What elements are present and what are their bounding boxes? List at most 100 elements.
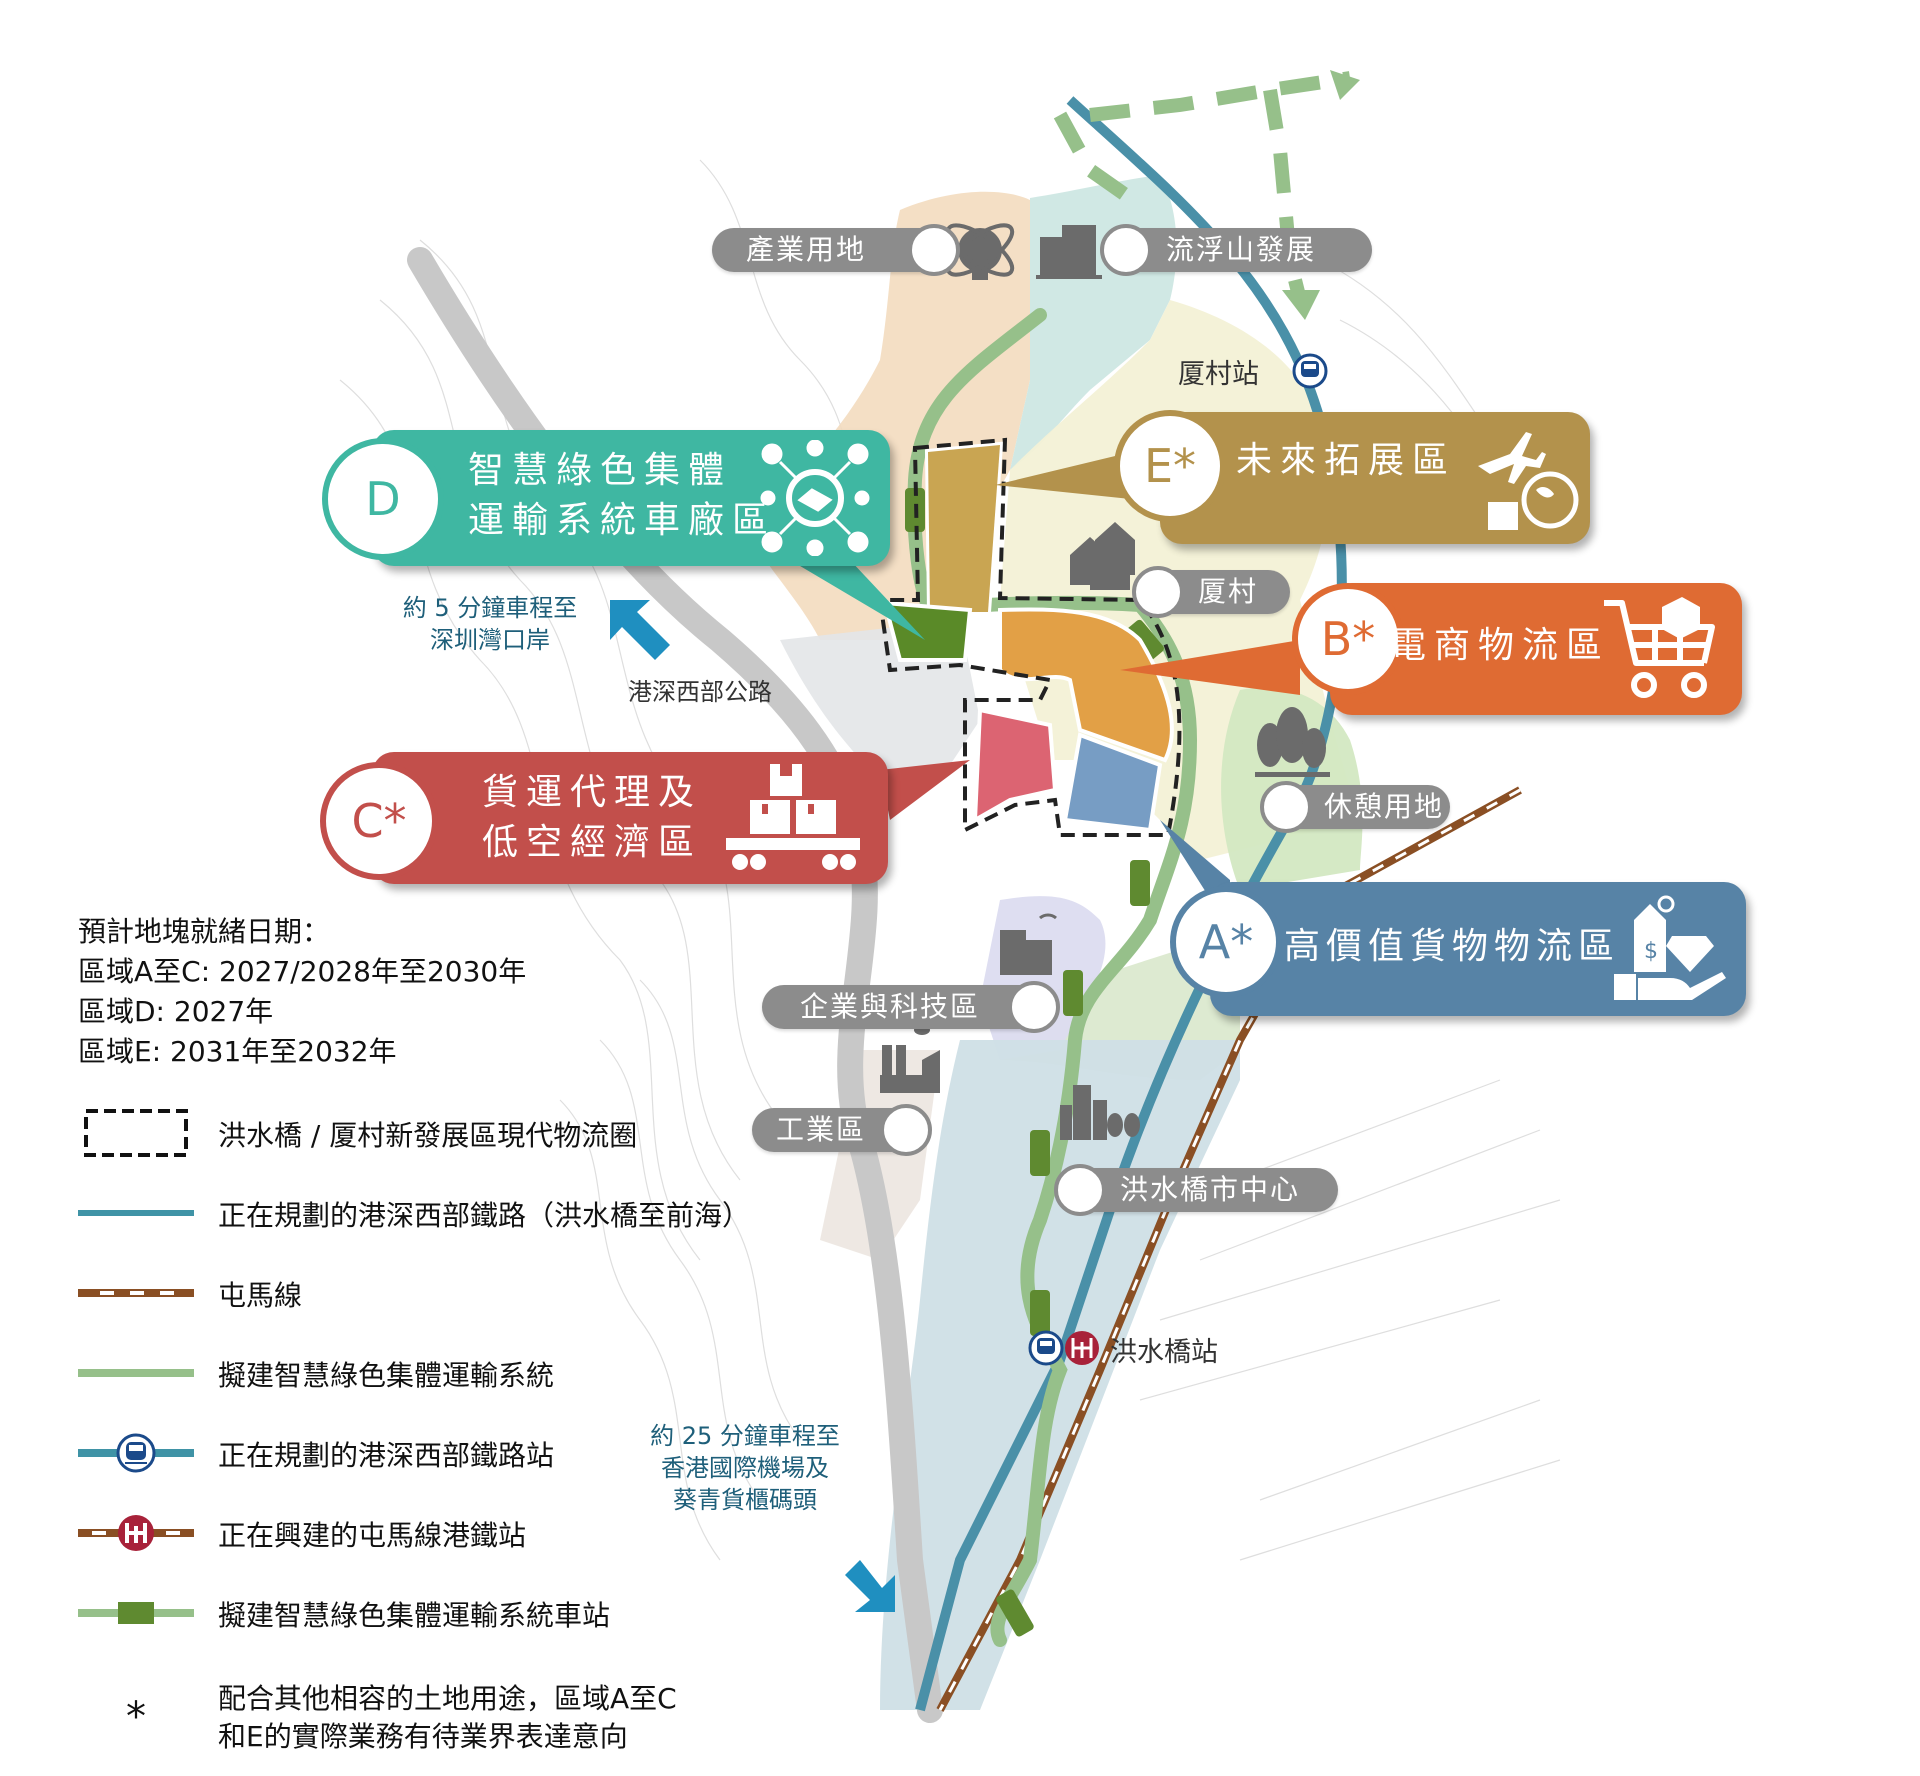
zone-letter: E*	[1143, 439, 1197, 493]
pill-label: 企業與科技區	[800, 990, 981, 1023]
green-line-icon	[78, 1369, 194, 1377]
zone-d-pointer	[790, 560, 925, 640]
price-tag-diamond-hand-icon: $	[1614, 895, 1726, 1000]
dashed-boundary-icon	[84, 1109, 188, 1157]
note-shenzhen-bay: 約 5 分鐘車程至 深圳灣口岸	[385, 592, 595, 656]
location-dot-icon	[1132, 566, 1184, 618]
zone-a-shape	[1062, 732, 1163, 833]
zone-letter: A*	[1198, 915, 1254, 969]
callout-zone-a: A* 高價值貨物物流區 $	[1170, 882, 1746, 1016]
readiness-heading: 預計地塊就緒日期：	[78, 915, 331, 948]
modern-logistics-cluster-boundary	[877, 437, 1182, 837]
note-line: 深圳灣口岸	[430, 626, 550, 654]
location-dot-icon	[880, 1104, 932, 1156]
zone-e-pointer	[995, 450, 1140, 500]
zone-title: 未來拓展區	[1236, 440, 1457, 481]
asterisk-icon: *	[126, 1694, 146, 1740]
pill-label: 流浮山發展	[1166, 233, 1317, 266]
zone-title-line: 貨運代理及	[482, 772, 703, 813]
callout-zone-b: B* 電商物流區	[1292, 583, 1742, 715]
pill-open-space: 休憩用地	[1260, 781, 1450, 833]
zone-letter: D	[365, 472, 401, 526]
legend-label: 屯馬線	[218, 1279, 303, 1312]
pill-industrial-area: 工業區	[752, 1104, 932, 1156]
note-line: 葵青貨櫃碼頭	[673, 1486, 817, 1514]
green-station-icon	[78, 1602, 194, 1624]
zone-title: 貨運代理及 低空經濟區	[482, 768, 702, 868]
trees-icon	[1255, 707, 1330, 777]
zone-c-pointer	[880, 760, 970, 820]
readiness-dates: 預計地塊就緒日期： 區域A至C: 2027/2028年至2030年 區域D: 2…	[78, 912, 526, 1072]
pill-enterprise-tech: 企業與科技區	[762, 981, 1060, 1033]
location-dot-icon	[1100, 224, 1152, 276]
zone-c-shape	[972, 707, 1058, 824]
plane-globe-parcel-icon	[1478, 432, 1579, 530]
brown-dashed-line-icon	[78, 1289, 194, 1297]
callout-zone-c: C* 貨運代理及 低空經濟區	[320, 752, 888, 884]
legend-item-green-transit: 擬建智慧綠色集體運輸系統	[78, 1348, 778, 1398]
zone-title-line: 智慧綠色集體	[468, 450, 733, 491]
handshake-network-icon	[760, 440, 870, 556]
legend-item-green-station: 擬建智慧綠色集體運輸系統車站	[78, 1588, 778, 1638]
pill-lau-fau-shan: 流浮山發展	[1100, 224, 1372, 276]
location-dot-icon	[1008, 981, 1060, 1033]
legend-label: 正在興建的屯馬線港鐵站	[218, 1519, 527, 1552]
legend-item-boundary: 洪水橋 / 厦村新發展區現代物流圈	[78, 1108, 778, 1158]
zone-b-pointer	[1120, 640, 1300, 695]
legend-label: 洪水橋 / 厦村新發展區現代物流圈	[218, 1119, 638, 1152]
mtr-station-icon	[78, 1515, 194, 1551]
location-dot-icon	[1260, 781, 1312, 833]
cargo-trolley-icon	[726, 764, 860, 870]
extension-arrow-ne	[1330, 70, 1360, 100]
village-houses-icon	[1070, 522, 1135, 590]
callout-zone-d: D 智慧綠色集體 運輸系統車廠區	[322, 430, 890, 566]
pill-label: 厦村	[1198, 575, 1259, 608]
zone-title: 高價值貨物物流區	[1284, 926, 1621, 967]
legend-item-asterisk-note: * 配合其他相容的土地用途，區域A至C 和E的實際業務有待業界表達意向	[78, 1680, 778, 1770]
label-hsk-station: 洪水橋站	[1110, 1337, 1218, 1368]
svg-text:$: $	[1644, 939, 1658, 964]
legend-item-tuen-ma-line: 屯馬線	[78, 1268, 778, 1318]
railway-station-icon	[78, 1433, 194, 1473]
zone-title-line: 低空經濟區	[482, 822, 703, 863]
zone-letter: B*	[1320, 612, 1376, 666]
green-transit-line	[907, 308, 1198, 1647]
hsk-rail-station-icon	[1028, 1330, 1064, 1366]
zone-e-shape	[928, 445, 1000, 612]
smart-office-wifi-icon	[1000, 913, 1057, 975]
airport-arrow	[845, 1560, 895, 1612]
pill-label: 產業用地	[746, 233, 867, 266]
zone-letter: C*	[351, 794, 407, 848]
zone-d-shape	[882, 600, 973, 662]
pill-label: 休憩用地	[1324, 790, 1445, 823]
zone-badge: B*	[1292, 583, 1404, 695]
zone-badge: C*	[320, 762, 438, 880]
city-skyline-icon	[1060, 1085, 1140, 1140]
legend-label: 配合其他相容的土地用途，區域A至C 和E的實際業務有待業界表達意向	[218, 1680, 677, 1756]
readiness-zones-a-c: 區域A至C: 2027/2028年至2030年	[78, 955, 527, 988]
industry-lightbulb-icon	[945, 223, 1015, 280]
note-line: 約 25 分鐘車程至	[650, 1422, 840, 1450]
zone-title: 電商物流區	[1390, 625, 1611, 666]
pill-ha-tsuen: 厦村	[1132, 566, 1290, 618]
legend-item-mtr-station: 正在興建的屯馬線港鐵站	[78, 1508, 778, 1558]
office-building-icon	[1036, 225, 1102, 279]
pill-hsk-town-centre: 洪水橋市中心	[1054, 1164, 1338, 1216]
note-line: 香港國際機場及	[661, 1454, 829, 1482]
green-transit-extension	[1053, 71, 1352, 302]
legend-label-line: 配合其他相容的土地用途，區域A至C	[218, 1682, 677, 1715]
pill-label: 洪水橋市中心	[1120, 1173, 1301, 1206]
zone-badge: D	[322, 438, 444, 560]
legend-label: 正在規劃的港深西部鐵路（洪水橋至前海）	[218, 1199, 751, 1232]
extension-arrow-s	[1282, 290, 1320, 320]
teal-line-icon	[78, 1210, 194, 1216]
legend-item-rail-station: 正在規劃的港深西部鐵路站	[78, 1428, 778, 1478]
label-ha-tsuen-station: 厦村站	[1178, 359, 1259, 390]
readiness-zone-d: 區域D: 2027年	[78, 995, 274, 1028]
legend-label: 擬建智慧綠色集體運輸系統車站	[218, 1599, 611, 1632]
legend-label-line: 和E的實際業務有待業界表達意向	[218, 1720, 628, 1753]
zone-title-line: 運輸系統車廠區	[468, 500, 777, 541]
pill-industrial-land: 產業用地	[712, 224, 960, 276]
note-airport: 約 25 分鐘車程至 香港國際機場及 葵青貨櫃碼頭	[630, 1420, 860, 1516]
shenzhen-bay-arrow	[610, 600, 670, 660]
